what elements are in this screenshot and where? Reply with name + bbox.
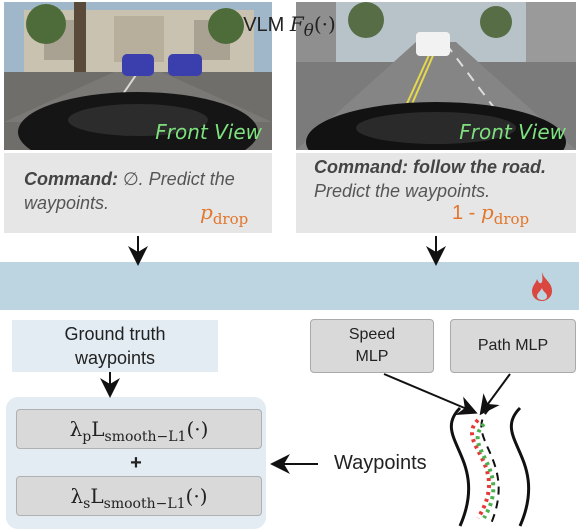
speed-mlp-box: Speed MLP: [310, 319, 434, 373]
vlm-function-name: F: [289, 12, 304, 36]
right-camera-scene: [296, 2, 576, 150]
vlm-function-args: (·): [313, 12, 336, 36]
right-prob-p: p: [480, 200, 494, 224]
vlm-text: VLM: [243, 14, 285, 36]
right-command-box: Command: follow the road. Predict the wa…: [296, 153, 576, 233]
vlm-function-sub: θ: [303, 21, 314, 40]
left-prob-label: pdrop: [200, 200, 248, 228]
loss2-L-sub: smooth−L1: [103, 496, 186, 512]
vlm-function: Fθ(·): [289, 12, 336, 40]
ground-truth-line2: waypoints: [74, 348, 156, 368]
ground-truth-box: Ground truth waypoints: [12, 320, 218, 372]
flame-icon: [532, 272, 552, 301]
path-arrow: [479, 373, 511, 416]
loss2-lambda-sub: s: [83, 496, 91, 512]
loss1-lambda-sub: p: [82, 429, 92, 445]
left-front-view-image: Front View: [4, 2, 272, 150]
left-camera-scene: [4, 2, 272, 150]
right-prob-prefix: 1 -: [452, 202, 481, 224]
loss2-L: L: [90, 484, 104, 508]
loss2-args: (·): [185, 484, 208, 508]
path-mlp-box: Path MLP: [450, 319, 576, 373]
loss2-lambda: λ: [70, 484, 84, 508]
left-view-label: Front View: [155, 120, 262, 144]
right-command-text: Predict the waypoints.: [314, 181, 491, 201]
loss-plus: +: [130, 452, 142, 474]
loss1-args: (·): [186, 417, 209, 441]
loss1-lambda: λ: [69, 417, 83, 441]
speed-arrow: [383, 373, 478, 415]
vlm-bar: [0, 262, 579, 310]
speed-path-loss-2: λsLsmooth−L1(·): [16, 476, 262, 516]
right-view-label: Front View: [459, 120, 566, 144]
right-front-view-image: Front View: [296, 2, 576, 150]
left-prob-p: p: [200, 200, 213, 224]
ground-truth-line1: Ground truth: [64, 324, 166, 344]
path-mlp-label: Path MLP: [477, 337, 549, 354]
speed-mlp-line2: MLP: [355, 348, 389, 365]
right-prob-label: 1 - pdrop: [452, 200, 529, 228]
road-icon: [449, 406, 531, 527]
right-command-keyword: Command: follow the road.: [314, 157, 546, 177]
right-prob-sub: drop: [493, 210, 530, 228]
loss1-L: L: [91, 417, 105, 441]
speed-path-loss-1: λpLsmooth−L1(·): [16, 409, 262, 449]
speed-mlp-line1: Speed: [348, 326, 396, 343]
left-command-text: ∅. Predict the waypoints.: [24, 169, 235, 213]
vlm-label: VLM Fθ(·): [0, 0, 579, 48]
waypoints-label: Waypoints: [334, 452, 427, 474]
loss1-L-sub: smooth−L1: [104, 429, 187, 445]
left-command-box: Command: ∅. Predict the waypoints.: [4, 153, 272, 233]
left-command-keyword: Command:: [24, 169, 118, 189]
left-prob-sub: drop: [212, 210, 249, 228]
